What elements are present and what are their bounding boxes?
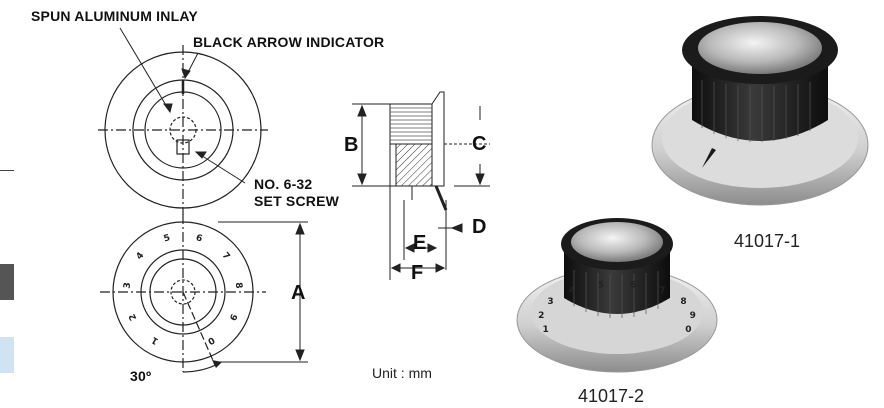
dial-photo-number: 8 <box>680 297 686 307</box>
dim-label-d: D <box>472 216 487 238</box>
dial-photo-number: 2 <box>538 311 544 321</box>
sidebar-divider <box>0 170 14 171</box>
dimension-c <box>444 106 490 187</box>
dial-front-number: 6 <box>195 233 204 244</box>
dial-front-numbers: 1 2 3 4 5 6 7 8 9 0 <box>123 233 244 346</box>
dial-front-number: 9 <box>227 312 239 322</box>
dial-photo-number: 4 <box>568 286 574 296</box>
dim-label-b: B <box>344 134 359 156</box>
dim-label-c: C <box>472 133 487 155</box>
label-set-screw: SET SCREW <box>254 193 340 209</box>
dial-front-view <box>100 214 266 373</box>
unit-label: Unit : mm <box>372 365 432 381</box>
dial-front-number: 8 <box>233 282 244 289</box>
dial-photo-number: 7 <box>659 286 665 296</box>
dial-photo-number: 1 <box>542 325 548 335</box>
side-view <box>389 91 448 211</box>
dimension-b <box>352 103 390 187</box>
dial-photo-number: 6 <box>630 280 636 290</box>
model-label-41017-2: 41017-2 <box>578 386 645 406</box>
dial-front-number: 3 <box>123 282 134 289</box>
dimension-e <box>403 200 438 260</box>
knob-photo-41017-1 <box>651 16 869 206</box>
dial-front-number: 2 <box>128 312 140 322</box>
dial-front-number: 1 <box>150 334 160 346</box>
angle-label: 30º <box>130 368 152 384</box>
dial-front-number: 4 <box>135 251 147 262</box>
angle-arrowhead <box>212 360 222 368</box>
dial-front-number: 5 <box>163 233 172 244</box>
dial-front-number: 7 <box>220 251 232 262</box>
callout-leaders <box>119 27 246 184</box>
dial-front-number: 0 <box>206 334 216 346</box>
label-spun-aluminum-inlay: SPUN ALUMINUM INLAY <box>31 8 198 24</box>
dim-label-a: A <box>291 282 306 304</box>
top-front-view <box>98 45 268 215</box>
model-label-41017-1: 41017-1 <box>734 231 801 251</box>
label-set-screw-size: NO. 6-32 <box>254 176 313 192</box>
dim-label-f: F <box>411 262 424 284</box>
dimension-a <box>218 221 308 363</box>
dial-photo-number: 5 <box>598 280 604 290</box>
sidebar-tab-dark[interactable] <box>0 264 14 300</box>
dimension-f <box>389 186 446 280</box>
knob-photo-41017-2 <box>516 218 718 373</box>
dimension-d <box>438 200 463 270</box>
sidebar-tab-light[interactable] <box>0 337 14 373</box>
dim-label-e: E <box>413 232 427 254</box>
dial-photo-number: 9 <box>690 311 696 321</box>
dial-photo-number: 3 <box>547 297 553 307</box>
dial-photo-number: 0 <box>685 325 691 335</box>
label-black-arrow-indicator: BLACK ARROW INDICATOR <box>193 34 385 50</box>
